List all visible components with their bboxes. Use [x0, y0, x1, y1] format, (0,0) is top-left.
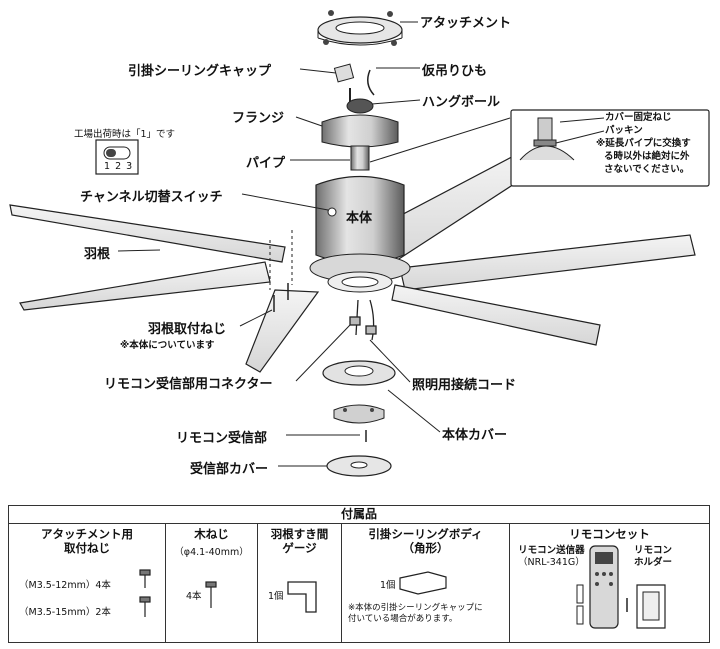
acc-col1-head: アタッチメント用 取付ねじ	[41, 527, 133, 555]
acc-col2-qty: 4本	[186, 591, 202, 602]
callout-note-3: さないでください。	[604, 164, 690, 175]
acc-col-remote-set: リモコンセット リモコン送信器 （NRL-341G） リモコン ホルダー	[510, 523, 709, 642]
switch-factory-note: 工場出荷時は「1」です	[74, 129, 176, 140]
acc-col4-note: ※本体の引掛シーリングキャップに 付いている場合があります。	[348, 603, 483, 624]
acc-col3-qty: 1個	[268, 591, 284, 602]
label-body: 本体	[346, 211, 373, 226]
label-hook-cap: 引掛シーリングキャップ	[128, 64, 272, 79]
label-hang-ball: ハングボール	[422, 95, 501, 110]
acc-col2-sub: （φ4.1-40mm）	[174, 547, 249, 558]
label-body-cover: 本体カバー	[442, 428, 508, 443]
label-pipe: パイプ	[246, 156, 286, 171]
hang-ball-part	[346, 98, 374, 114]
fan-body-part	[309, 175, 411, 293]
channel-switch-detail	[95, 139, 139, 175]
callout-packing: パッキン	[605, 125, 643, 136]
label-blade: 羽根	[84, 247, 111, 262]
acc-col5-transmitter: リモコン送信器 （NRL-341G）	[518, 545, 585, 568]
acc-col2-head: 木ねじ	[194, 527, 229, 541]
label-flange: フランジ	[232, 111, 285, 126]
acc-col5-head: リモコンセット	[569, 527, 650, 541]
label-channel-switch: チャンネル切替スイッチ	[80, 190, 223, 205]
acc-col3-head: 羽根すき間 ゲージ	[270, 527, 329, 555]
acc-col-wood-screws: 木ねじ （φ4.1-40mm） 4本	[166, 523, 258, 642]
label-remote-connector: リモコン受信部用コネクター	[104, 377, 273, 392]
callout-cover-screw: カバー固定ねじ	[605, 112, 672, 123]
pipe-detail-callout	[510, 109, 710, 187]
acc-col1-row2: （M3.5-15mm）2本	[19, 607, 111, 618]
acc-col-ceiling-body: 引掛シーリングボディ （角形） 1個 ※本体の引掛シーリングキャップに 付いてい…	[342, 523, 510, 642]
hook-cap-part	[333, 63, 375, 96]
leader-lines	[117, 21, 511, 467]
connector-cords	[349, 299, 377, 341]
acc-col5-holder: リモコン ホルダー	[634, 545, 673, 568]
acc-col4-head: 引掛シーリングボディ （角形）	[368, 527, 483, 555]
remote-receiver-part	[333, 404, 385, 442]
label-receiver-cover: 受信部カバー	[190, 462, 269, 477]
receiver-cover-part	[326, 455, 392, 477]
accessories-title: 付属品	[9, 506, 709, 524]
pipe-part	[350, 145, 370, 171]
acc-col-attachment-screws: アタッチメント用 取付ねじ （M3.5-12mm）4本 （M3.5-15mm）2…	[9, 523, 166, 642]
label-blade-screw: 羽根取付ねじ	[148, 322, 227, 337]
accessory-drawings	[139, 545, 666, 629]
acc-col4-qty: 1個	[380, 580, 396, 591]
acc-col1-row1: （M3.5-12mm）4本	[19, 580, 111, 591]
callout-note-2: る時以外は絶対に外	[604, 151, 690, 162]
flange-part	[321, 114, 399, 148]
switch-positions: 1 2 3	[104, 161, 134, 172]
label-remote-receiver: リモコン受信部	[176, 431, 268, 446]
label-blade-screw-note: ※本体についています	[120, 340, 215, 351]
acc-col-blade-gauge: 羽根すき間 ゲージ 1個	[258, 523, 342, 642]
accessories-table: 付属品 アタッチメント用 取付ねじ （M3.5-12mm）4本 （M3.5-15…	[8, 505, 710, 643]
label-attachment: アタッチメント	[420, 16, 512, 31]
blades	[9, 149, 696, 373]
attachment-part	[317, 10, 403, 46]
label-light-cord: 照明用接続コード	[412, 378, 517, 393]
callout-note-1: ※延長パイプに交換す	[596, 138, 691, 149]
label-temp-string: 仮吊りひも	[422, 64, 488, 79]
body-cover-part	[322, 360, 396, 386]
blade-screws	[269, 230, 293, 312]
